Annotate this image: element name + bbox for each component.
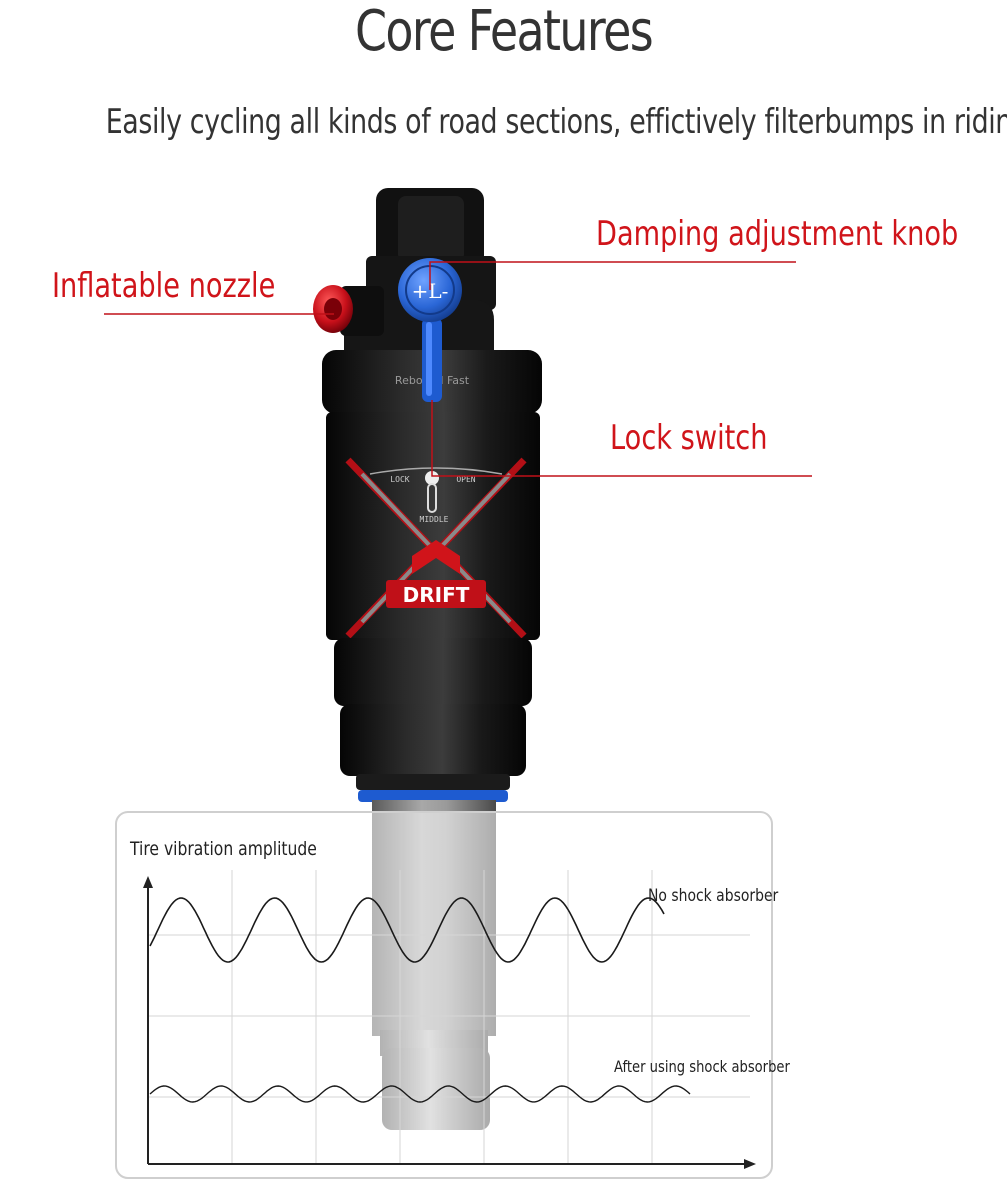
vibration-chart xyxy=(115,811,773,1179)
wave-no-shock-absorber xyxy=(149,897,665,963)
series-label-after-shock: After using shock absorber xyxy=(614,1057,790,1076)
x-axis-arrow xyxy=(744,1159,756,1169)
lock-label-open: OPEN xyxy=(456,475,475,484)
page-subtitle: Easily cycling all kinds of road section… xyxy=(105,102,1007,142)
inflatable-nozzle xyxy=(313,285,384,336)
lock-label-lock: LOCK xyxy=(390,475,409,484)
series-label-no-shock: No shock absorber xyxy=(648,886,779,906)
chart-y-label: Tire vibration amplitude xyxy=(130,838,317,860)
brand-label: DRIFT xyxy=(403,583,470,607)
damping-knob: +L- xyxy=(398,258,462,402)
wave-after-shock-absorber xyxy=(149,1085,691,1103)
callout-lines xyxy=(104,261,812,477)
callout-damping-knob: Damping adjustment knob xyxy=(596,214,959,254)
lock-label-middle: MIDDLE xyxy=(420,515,449,524)
damper-body xyxy=(334,638,532,802)
air-can: DRIFT LOCK OPEN MIDDLE Rebound Fast xyxy=(326,374,540,640)
callout-inflatable-nozzle: Inflatable nozzle xyxy=(52,266,276,306)
page-title: Core Features xyxy=(354,0,654,64)
y-axis-arrow xyxy=(143,876,153,888)
callout-lock-switch: Lock switch xyxy=(610,418,768,458)
